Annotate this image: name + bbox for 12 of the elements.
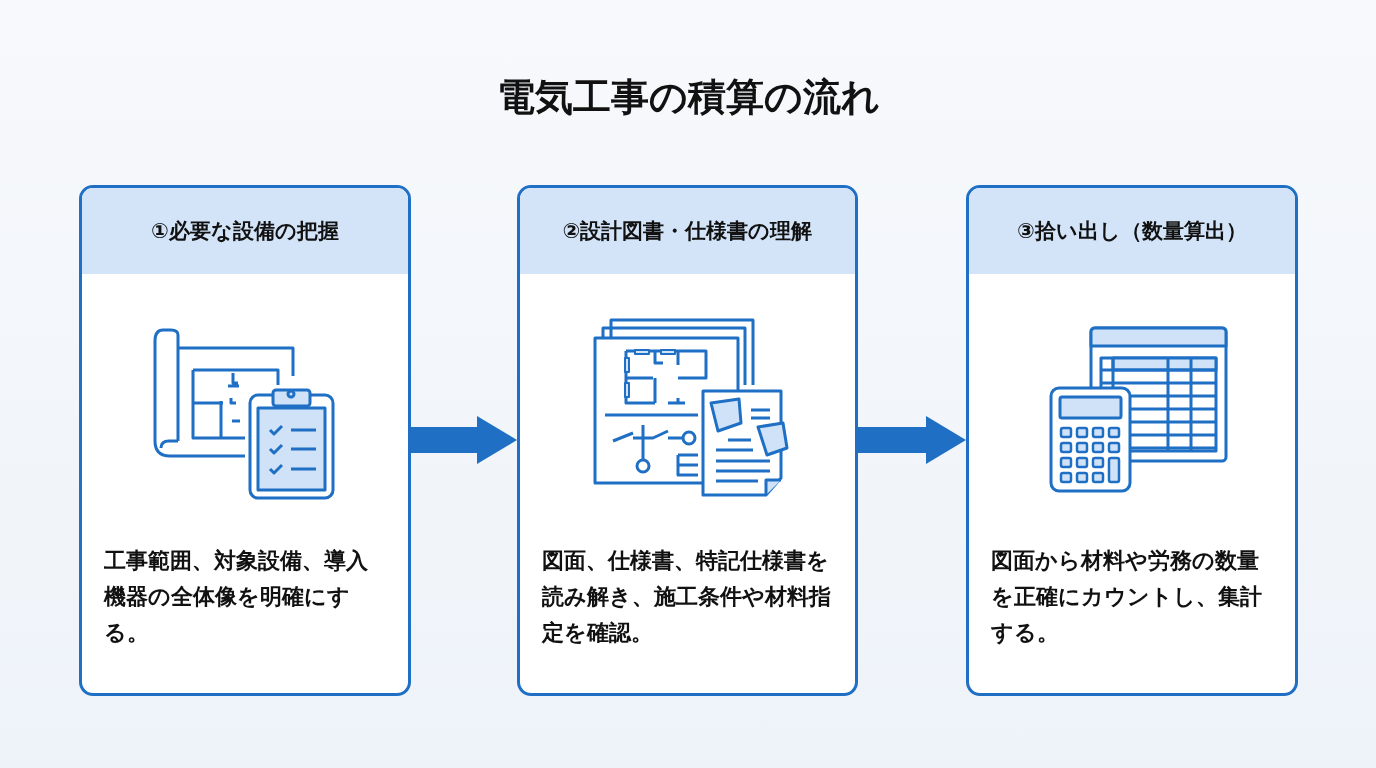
arrow (858, 416, 966, 464)
step-description: 図面、仕様書、特記仕様書を読み解き、施工条件や材料指定を確認。 (542, 547, 832, 647)
title: 電気工事の積算の流れ (495, 74, 881, 121)
step-heading: ②設計図書・仕様書の理解 (520, 188, 855, 274)
step-heading: ①必要な設備の把握 (82, 188, 408, 274)
step-heading: ③拾い出し（数量算出） (969, 188, 1295, 274)
step-card (79, 185, 411, 696)
step-card (966, 185, 1298, 696)
step-description: 図面から材料や労務の数量を正確にカウントし、集計する。 (991, 547, 1263, 647)
step-description: 工事範囲、対象設備、導入機器の全体像を明確にする。 (104, 547, 369, 647)
arrow (411, 416, 517, 464)
step-card (517, 185, 858, 696)
